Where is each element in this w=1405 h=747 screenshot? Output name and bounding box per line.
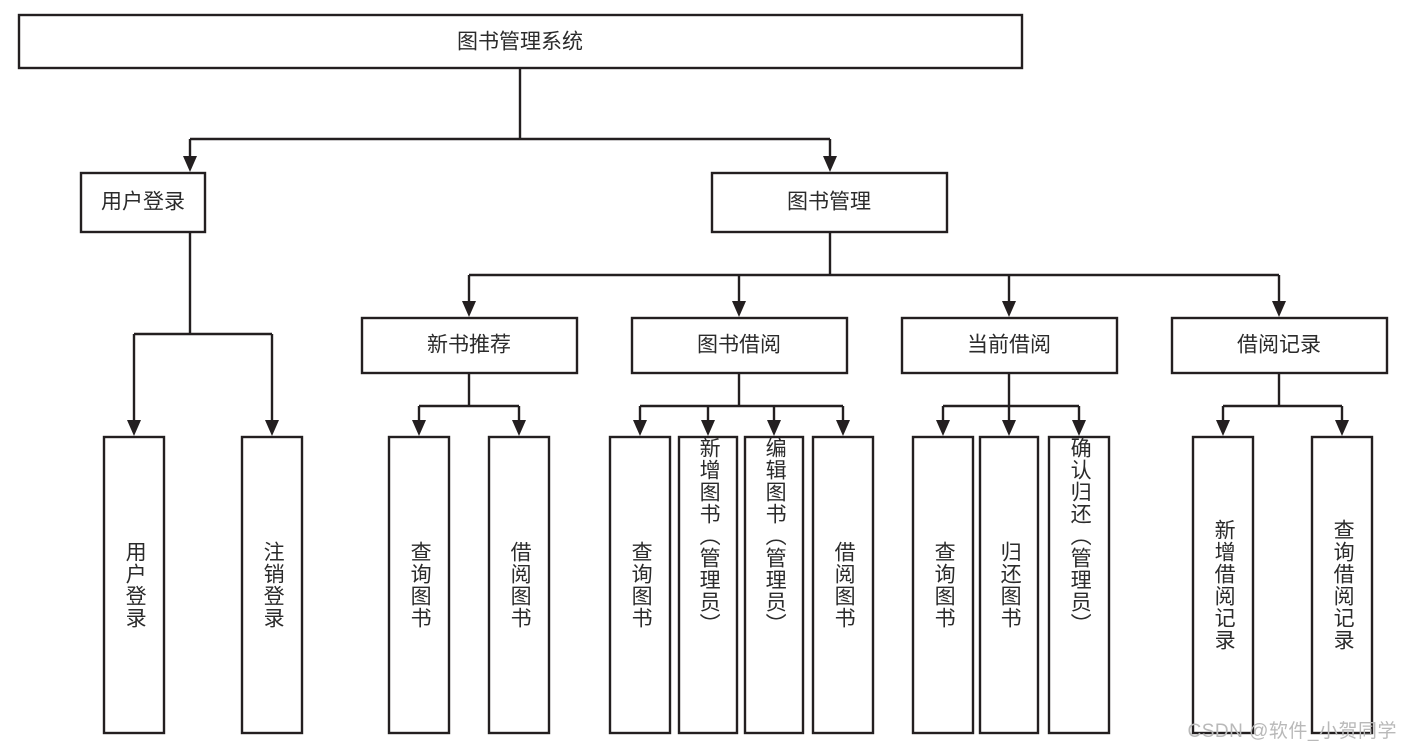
leaf-book-borrow-4-box[interactable] [811, 435, 875, 735]
node-user-login-label: 用户登录 [101, 191, 185, 214]
arrowhead-leaf-new-book-2 [512, 420, 526, 436]
node-root-box[interactable] [17, 13, 1024, 70]
node-borrow-record-box[interactable] [1170, 316, 1389, 375]
arrowhead-leaf-user-login-2 [265, 420, 279, 436]
leaf-borrow-record-1-box[interactable] [1191, 435, 1255, 735]
leaf-user-login-1-box[interactable] [102, 435, 166, 735]
node-book-borrow-box[interactable] [630, 316, 849, 375]
leaf-current-borrow-2-box[interactable] [978, 435, 1040, 735]
csdn-watermark: CSDN @软件_小贺同学 [1187, 721, 1397, 742]
arrowhead-new-book [462, 301, 476, 317]
leaf-book-borrow-3-box[interactable] [743, 435, 805, 735]
leaf-borrow-record-2-box[interactable] [1310, 435, 1374, 735]
leaf-user-login-2-box[interactable] [240, 435, 304, 735]
leaf-new-book-2-box[interactable] [487, 435, 551, 735]
leaf-book-borrow-2-box[interactable] [677, 435, 739, 735]
arrowhead-leaf-current-borrow-2 [1002, 420, 1016, 436]
node-current-borrow-label: 当前借阅 [967, 334, 1051, 357]
arrowhead-leaf-book-borrow-3 [767, 420, 781, 436]
arrowhead-leaf-user-login-1 [127, 420, 141, 436]
arrowhead-leaf-new-book-1 [412, 420, 426, 436]
connector-group [127, 68, 1349, 436]
arrowhead-leaf-book-borrow-4 [836, 420, 850, 436]
node-book-manage-box[interactable] [710, 171, 949, 234]
arrowhead-leaf-current-borrow-1 [936, 420, 950, 436]
node-root-label: 图书管理系统 [457, 31, 583, 54]
leaf-book-borrow-1-box[interactable] [608, 435, 672, 735]
leaf-new-book-1-box[interactable] [387, 435, 451, 735]
node-borrow-record-label: 借阅记录 [1237, 334, 1321, 357]
arrowhead-current-borrow [1002, 301, 1016, 317]
arrowhead-leaf-book-borrow-1 [633, 420, 647, 436]
arrowhead-user-login [183, 156, 197, 172]
node-new-book-recommend-label: 新书推荐 [427, 334, 511, 357]
arrowhead-leaf-book-borrow-2 [701, 420, 715, 436]
leaf-current-borrow-1-box[interactable] [911, 435, 975, 735]
arrowhead-leaf-current-borrow-3 [1072, 420, 1086, 436]
arrowhead-leaf-borrow-record-1 [1216, 420, 1230, 436]
leaf-current-borrow-3-box[interactable] [1047, 435, 1111, 735]
node-current-borrow-box[interactable] [900, 316, 1119, 375]
arrowhead-book-manage [823, 156, 837, 172]
node-new-book-recommend-box[interactable] [360, 316, 579, 375]
node-user-login-box[interactable] [79, 171, 207, 234]
arrowhead-leaf-borrow-record-2 [1335, 420, 1349, 436]
arrowhead-book-borrow [732, 301, 746, 317]
node-book-manage-label: 图书管理 [787, 191, 871, 214]
arrowhead-borrow-record [1272, 301, 1286, 317]
node-book-borrow-label: 图书借阅 [697, 334, 781, 357]
